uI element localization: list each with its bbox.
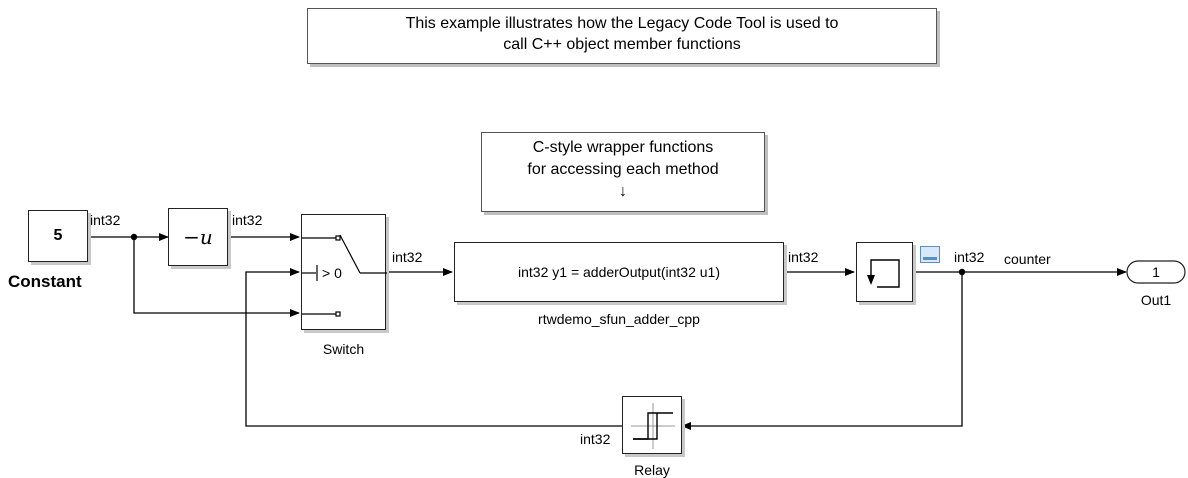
- branch-point: [130, 233, 138, 241]
- switch-block[interactable]: > 0: [301, 214, 387, 330]
- signal-label-switch: int32: [392, 249, 423, 265]
- relay-icon: [631, 403, 675, 449]
- switch-block-name: Switch: [322, 341, 365, 357]
- unit-delay-icon: [867, 259, 900, 288]
- unary-minus-text: −u: [183, 225, 213, 249]
- constant-value: 5: [53, 227, 63, 244]
- switch-threshold: > 0: [322, 265, 342, 281]
- relay-block[interactable]: [622, 396, 682, 454]
- s-function-text: int32 y1 = adderOutput(int32 u1): [518, 264, 720, 280]
- signal-line[interactable]: [681, 272, 963, 430]
- signal-monitor-icon[interactable]: [920, 246, 940, 263]
- constant-block[interactable]: 5: [28, 210, 88, 262]
- switch-icon: [302, 234, 387, 317]
- signal-label-const: int32: [90, 212, 121, 228]
- outport-block-name: Out1: [1140, 292, 1172, 308]
- signal-label-sfun: int32: [788, 249, 819, 265]
- unary-minus-block[interactable]: −u: [168, 208, 228, 266]
- signal-label-neg: int32: [232, 212, 263, 228]
- wrapper-line-2: for accessing each method: [527, 161, 719, 178]
- wrapper-annotation: C-style wrapper functions for accessing …: [481, 132, 765, 212]
- constant-block-name: Constant: [8, 272, 82, 291]
- outport-block[interactable]: [1126, 259, 1188, 285]
- relay-block-name: Relay: [634, 462, 670, 478]
- title-line-2: call C++ object member functions: [503, 36, 741, 53]
- title-annotation: This example illustrates how the Legacy …: [307, 8, 937, 64]
- signal-name-counter: counter: [1004, 251, 1051, 267]
- title-line-1: This example illustrates how the Legacy …: [405, 15, 839, 32]
- signal-line[interactable]: [133, 237, 300, 317]
- branch-point: [958, 268, 966, 276]
- s-function-block[interactable]: int32 y1 = adderOutput(int32 u1): [454, 242, 784, 302]
- signal-label-delay: int32: [954, 249, 985, 265]
- down-arrow-icon: ↓: [619, 183, 627, 200]
- outport-number: 1: [1152, 264, 1160, 280]
- s-function-block-name: rtwdemo_sfun_adder_cpp: [538, 311, 700, 327]
- signal-line[interactable]: [245, 268, 622, 427]
- signal-label-relay: int32: [580, 431, 611, 447]
- unit-delay-block[interactable]: [856, 242, 913, 302]
- wrapper-line-1: C-style wrapper functions: [532, 139, 714, 156]
